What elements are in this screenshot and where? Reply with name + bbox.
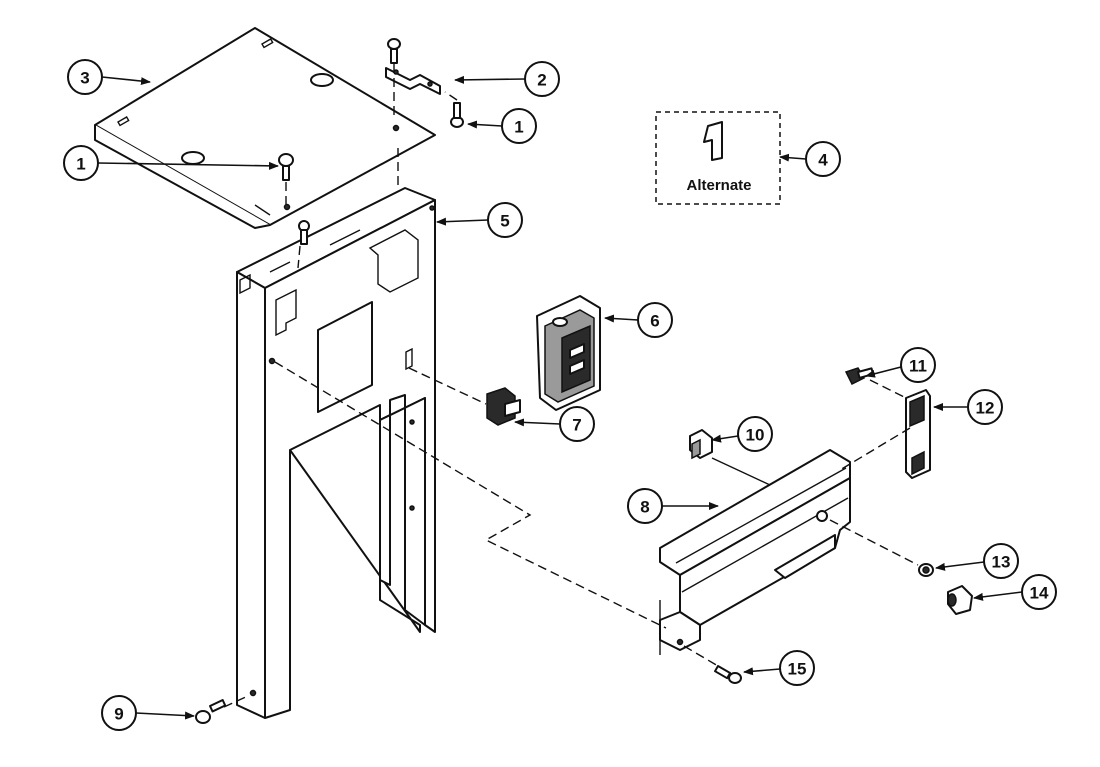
callout-number: 1 bbox=[514, 118, 523, 137]
receptacle-part bbox=[536, 295, 601, 411]
screw-left bbox=[278, 153, 294, 181]
callout-5: 5 bbox=[487, 202, 523, 238]
callout-1-right: 1 bbox=[501, 108, 537, 144]
screw-lower bbox=[298, 220, 310, 245]
callout-9: 9 bbox=[101, 695, 137, 731]
callout-14: 14 bbox=[1021, 574, 1057, 610]
callout-number: 4 bbox=[818, 151, 828, 170]
callout-2: 2 bbox=[524, 61, 560, 97]
main-frame-panel bbox=[236, 187, 436, 719]
callout-number: 9 bbox=[114, 705, 123, 724]
switch-part bbox=[486, 387, 521, 426]
callout-3: 3 bbox=[67, 59, 103, 95]
callout-number: 12 bbox=[976, 399, 995, 418]
callout-number: 13 bbox=[992, 553, 1011, 572]
callout-number: 7 bbox=[572, 416, 581, 435]
rail-channel bbox=[659, 449, 851, 655]
nut-13 bbox=[918, 563, 934, 577]
callout-11: 11 bbox=[900, 347, 936, 383]
screw-15 bbox=[714, 665, 742, 684]
callout-number: 15 bbox=[788, 660, 807, 679]
callout-number: 1 bbox=[76, 155, 85, 174]
knob-14 bbox=[947, 585, 973, 615]
callout-7: 7 bbox=[559, 406, 595, 442]
callout-6: 6 bbox=[637, 302, 673, 338]
callout-number: 6 bbox=[650, 312, 659, 331]
top-cover-plate bbox=[94, 27, 436, 229]
callout-number: 10 bbox=[746, 426, 765, 445]
screw-right bbox=[450, 102, 464, 128]
alternate-label: Alternate bbox=[686, 177, 751, 194]
callout-13: 13 bbox=[983, 543, 1019, 579]
callout-number: 2 bbox=[537, 71, 546, 90]
callout-8: 8 bbox=[627, 488, 663, 524]
latch-plate bbox=[905, 389, 931, 479]
callout-4: 4 bbox=[805, 141, 841, 177]
callout-12: 12 bbox=[967, 389, 1003, 425]
callout-number: 8 bbox=[640, 498, 649, 517]
callout-number: 11 bbox=[909, 357, 927, 376]
callout-10: 10 bbox=[737, 416, 773, 452]
clip-part bbox=[689, 429, 713, 460]
screw-top bbox=[387, 38, 401, 64]
alternate-box: Alternate bbox=[655, 111, 781, 205]
callout-number: 5 bbox=[500, 212, 509, 231]
callout-1-left: 1 bbox=[63, 145, 99, 181]
screw-9 bbox=[195, 699, 227, 724]
callout-15: 15 bbox=[779, 650, 815, 686]
callout-number: 14 bbox=[1030, 584, 1049, 603]
callout-number: 3 bbox=[80, 69, 89, 88]
